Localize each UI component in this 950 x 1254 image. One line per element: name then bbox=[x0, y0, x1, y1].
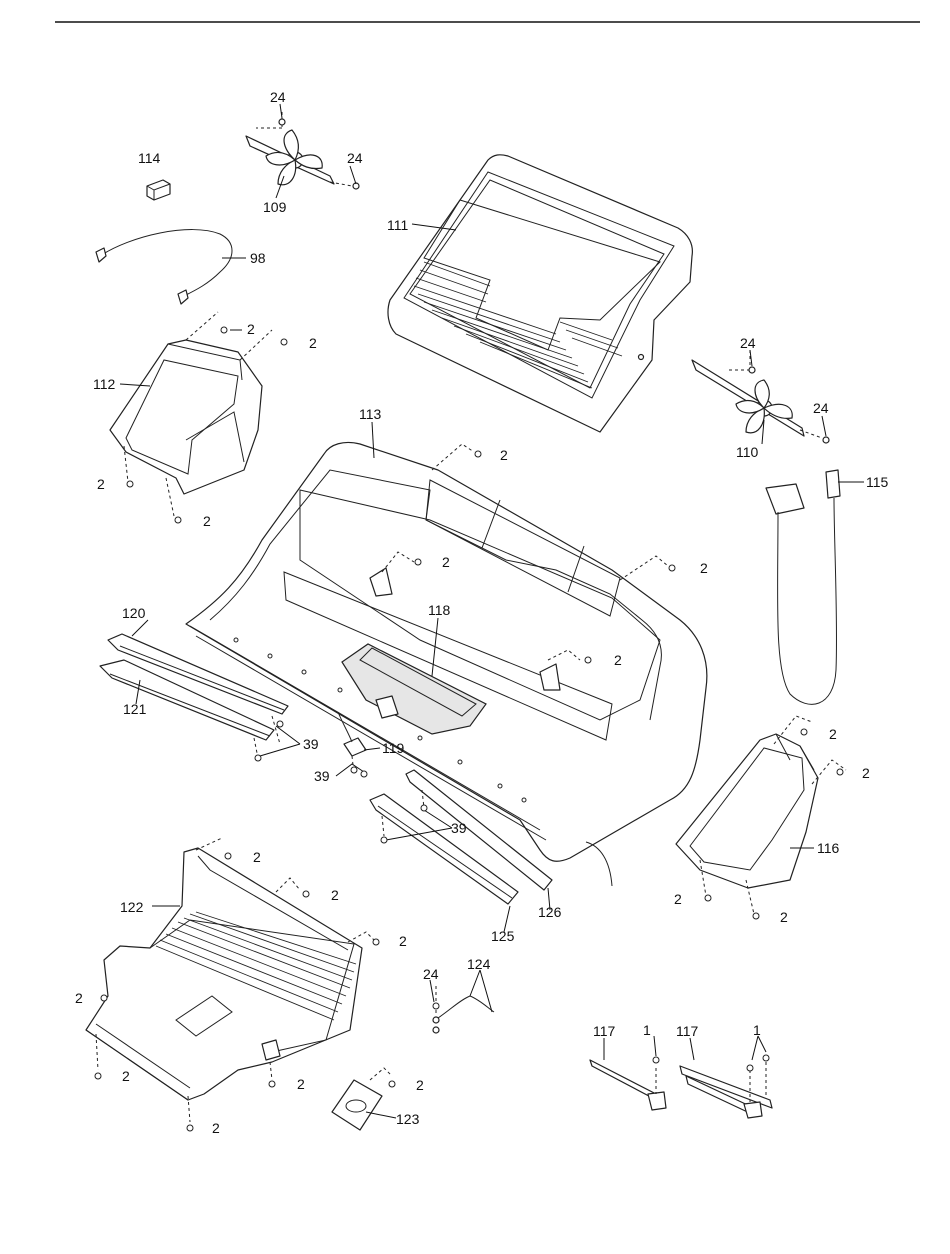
part-112-left-upright-cover bbox=[110, 312, 272, 516]
callout-125: 125 bbox=[491, 928, 515, 944]
callout-2: 2 bbox=[500, 447, 508, 463]
callout-114: 114 bbox=[138, 150, 161, 166]
callout-2: 2 bbox=[829, 726, 837, 742]
callout-111: 111 bbox=[387, 217, 408, 233]
callout-2: 2 bbox=[247, 321, 255, 337]
callout-39: 39 bbox=[314, 768, 330, 784]
callout-115: 115 bbox=[866, 474, 889, 490]
callout-2: 2 bbox=[614, 652, 622, 668]
callout-2: 2 bbox=[442, 554, 450, 570]
callout-120: 120 bbox=[122, 605, 146, 621]
callout-116: 116 bbox=[817, 840, 840, 856]
callout-2: 2 bbox=[700, 560, 708, 576]
callout-24: 24 bbox=[347, 150, 363, 166]
callout-24: 24 bbox=[813, 400, 829, 416]
callout-2: 2 bbox=[862, 765, 870, 781]
callout-1: 1 bbox=[753, 1022, 761, 1038]
callout-118: 118 bbox=[428, 602, 451, 618]
callout-110: 110 bbox=[736, 444, 759, 460]
callout-2: 2 bbox=[253, 849, 261, 865]
callout-24: 24 bbox=[270, 89, 286, 105]
callout-2: 2 bbox=[122, 1068, 130, 1084]
callout-117: 117 bbox=[593, 1023, 616, 1039]
part-110-fan bbox=[692, 350, 829, 443]
callout-39: 39 bbox=[303, 736, 319, 752]
callout-2: 2 bbox=[331, 887, 339, 903]
part-111-console-cover bbox=[388, 155, 692, 432]
callout-113: 113 bbox=[359, 406, 382, 422]
part-98-cable bbox=[96, 230, 232, 304]
callout-122: 122 bbox=[120, 899, 144, 915]
callout-24: 24 bbox=[740, 335, 756, 351]
callout-121: 121 bbox=[123, 701, 147, 717]
part-123-plate bbox=[332, 1068, 392, 1130]
part-113-console-base bbox=[186, 442, 707, 886]
part-114-connector bbox=[147, 180, 170, 200]
callout-2: 2 bbox=[97, 476, 105, 492]
callout-117: 117 bbox=[676, 1023, 699, 1039]
callout-98: 98 bbox=[250, 250, 266, 266]
callout-2: 2 bbox=[297, 1076, 305, 1092]
callout-2: 2 bbox=[203, 513, 211, 529]
callout-1: 1 bbox=[643, 1022, 651, 1038]
callout-124: 124 bbox=[467, 956, 491, 972]
callout-2: 2 bbox=[674, 891, 682, 907]
callout-2: 2 bbox=[75, 990, 83, 1006]
part-109-fan bbox=[246, 112, 359, 189]
callout-2: 2 bbox=[309, 335, 317, 351]
part-116-right-upright-cover bbox=[676, 716, 846, 914]
callout-109: 109 bbox=[263, 199, 287, 215]
callout-112: 112 bbox=[93, 376, 116, 392]
callout-119: 119 bbox=[382, 740, 405, 756]
part-124-wire bbox=[433, 986, 494, 1033]
callout-2: 2 bbox=[212, 1120, 220, 1136]
part-117-strap-left bbox=[590, 1060, 666, 1110]
callout-2: 2 bbox=[780, 909, 788, 925]
callout-39: 39 bbox=[451, 820, 467, 836]
part-115-cable bbox=[766, 470, 840, 704]
callout-123: 123 bbox=[396, 1111, 420, 1127]
callout-2: 2 bbox=[399, 933, 407, 949]
callout-2: 2 bbox=[416, 1077, 424, 1093]
callout-24: 24 bbox=[423, 966, 439, 982]
part-117-strap-right bbox=[680, 1062, 772, 1118]
callout-126: 126 bbox=[538, 904, 562, 920]
